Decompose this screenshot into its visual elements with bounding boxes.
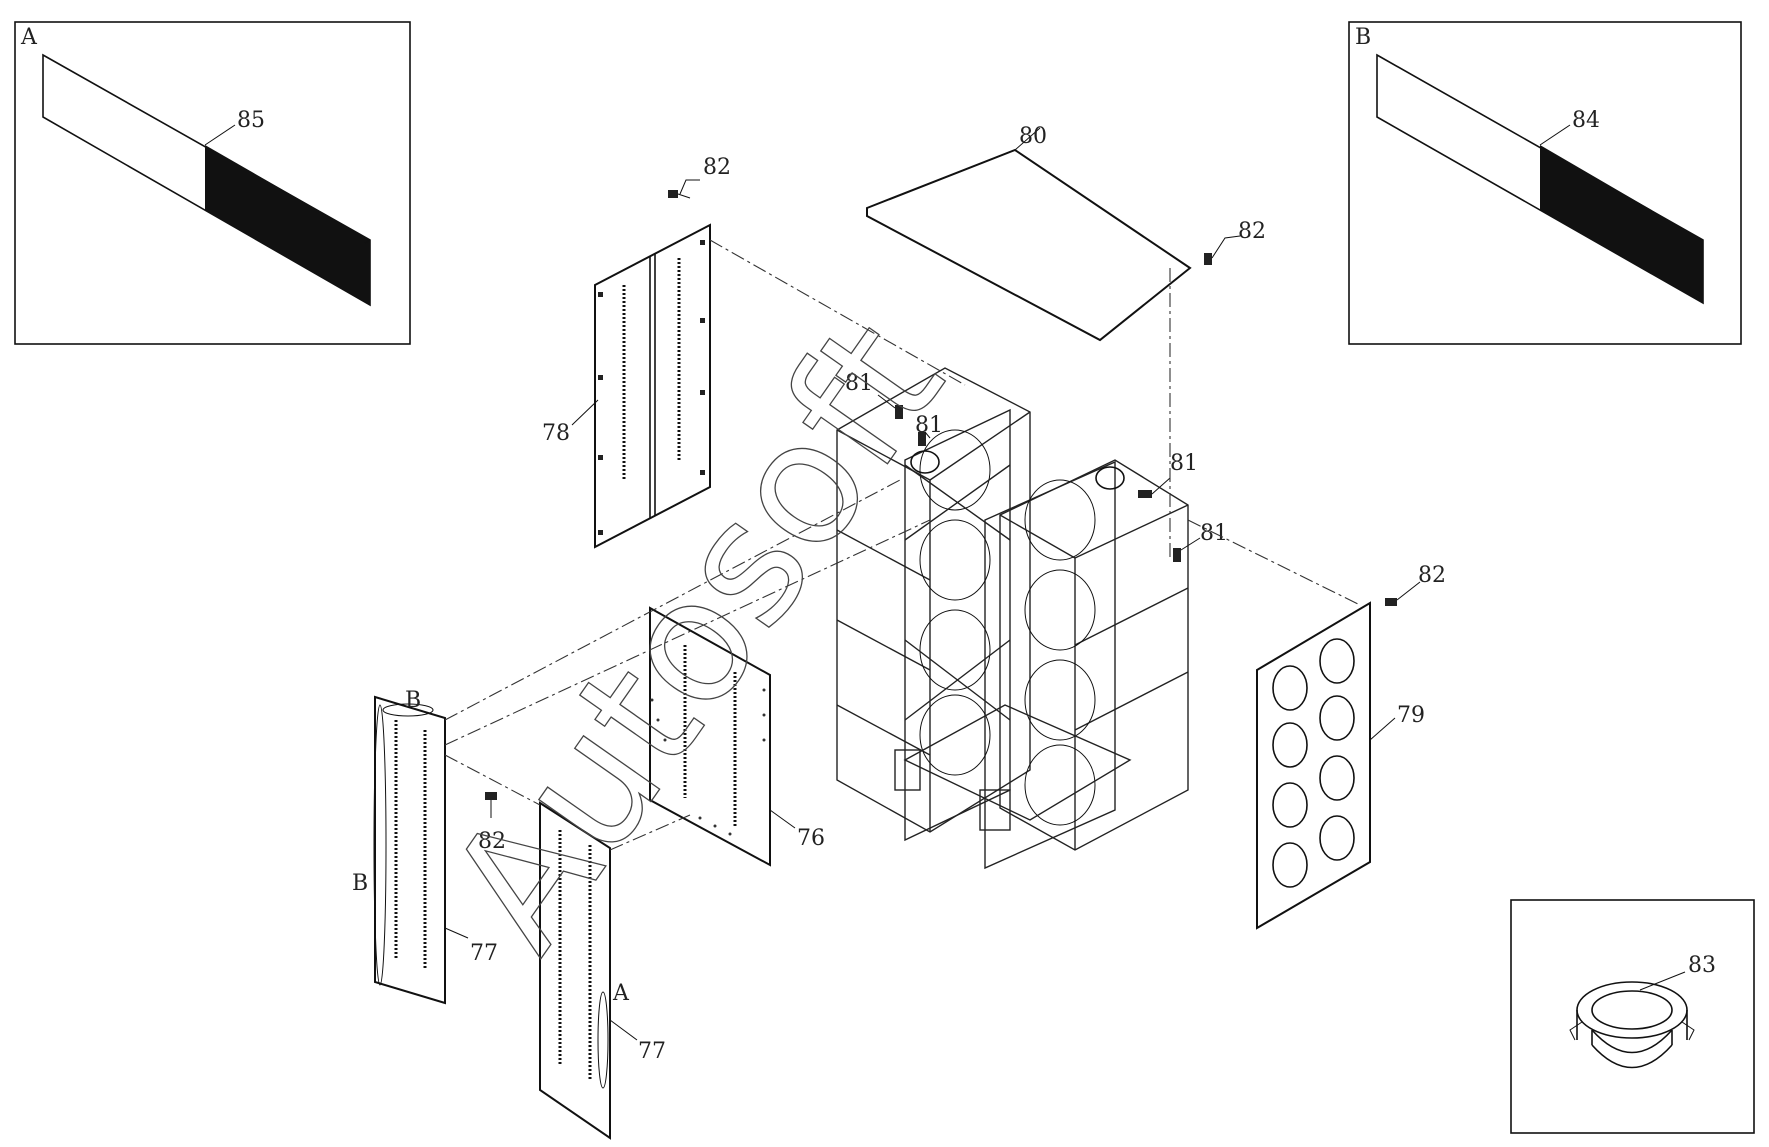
- bolts-81: 81 81 81 81: [845, 371, 1228, 562]
- bolt-81-a: 81: [845, 371, 903, 419]
- inset-b: B 84: [1348, 21, 1742, 345]
- rear-panel-79: 79: [1256, 601, 1425, 930]
- part-label-82-top: 82: [703, 155, 731, 180]
- front-panel-76: 76: [649, 606, 825, 867]
- part-label-81-a: 81: [845, 371, 873, 396]
- panel-77-b-top: B: [405, 688, 421, 713]
- part-label-81-d: 81: [1200, 521, 1228, 546]
- bolt-81-d: 81: [1173, 521, 1228, 562]
- part-label-76: 76: [797, 826, 825, 851]
- inset-b-border: [1348, 21, 1742, 345]
- side-panel-78: 78: [542, 223, 711, 549]
- label-strip-84: [1376, 53, 1704, 305]
- assembly-lines: [444, 239, 1361, 851]
- leader-85: [204, 124, 236, 146]
- inset-83-border: [1510, 899, 1755, 1134]
- part-label-84: 84: [1572, 108, 1600, 133]
- bolt-81-b: 81: [915, 413, 943, 446]
- part-label-82-right: 82: [1418, 563, 1446, 588]
- screw-82-left: 82: [478, 792, 506, 854]
- bolt-81-c: 81: [1138, 451, 1198, 498]
- inset-b-letter: B: [1355, 25, 1371, 50]
- part-label-77-a: 77: [470, 941, 498, 966]
- main-frame: [836, 367, 1189, 870]
- inset-83: 83: [1510, 899, 1755, 1134]
- panel-77-b-side: B: [352, 871, 368, 896]
- screw-82-top: 82: [668, 155, 731, 199]
- screw-82-right-top: 82: [1204, 219, 1266, 265]
- part-label-80: 80: [1019, 124, 1047, 149]
- leader-84: [1539, 124, 1571, 146]
- leader-83: [1639, 971, 1686, 991]
- part-label-82-right-top: 82: [1238, 219, 1266, 244]
- part-label-77-b: 77: [638, 1039, 666, 1064]
- part-label-82-left: 82: [478, 829, 506, 854]
- panel-77-a-side: A: [612, 981, 630, 1006]
- part-label-78: 78: [542, 421, 570, 446]
- top-panel-80: 80: [866, 124, 1192, 342]
- part-label-85: 85: [237, 108, 265, 133]
- part-label-79: 79: [1397, 703, 1425, 728]
- part-label-81-b: 81: [915, 413, 943, 438]
- inset-a: A 85: [14, 21, 411, 345]
- grommet-83: [1569, 981, 1695, 1069]
- inset-a-letter: A: [20, 25, 38, 50]
- inset-a-border: [14, 21, 411, 345]
- part-label-81-c: 81: [1170, 451, 1198, 476]
- side-panel-77-left: B B 77: [352, 688, 498, 1005]
- side-panel-77-right: A 77: [539, 801, 666, 1140]
- part-label-83: 83: [1688, 953, 1716, 978]
- screw-82-right: 82: [1385, 563, 1446, 606]
- label-strip-85: [42, 53, 371, 307]
